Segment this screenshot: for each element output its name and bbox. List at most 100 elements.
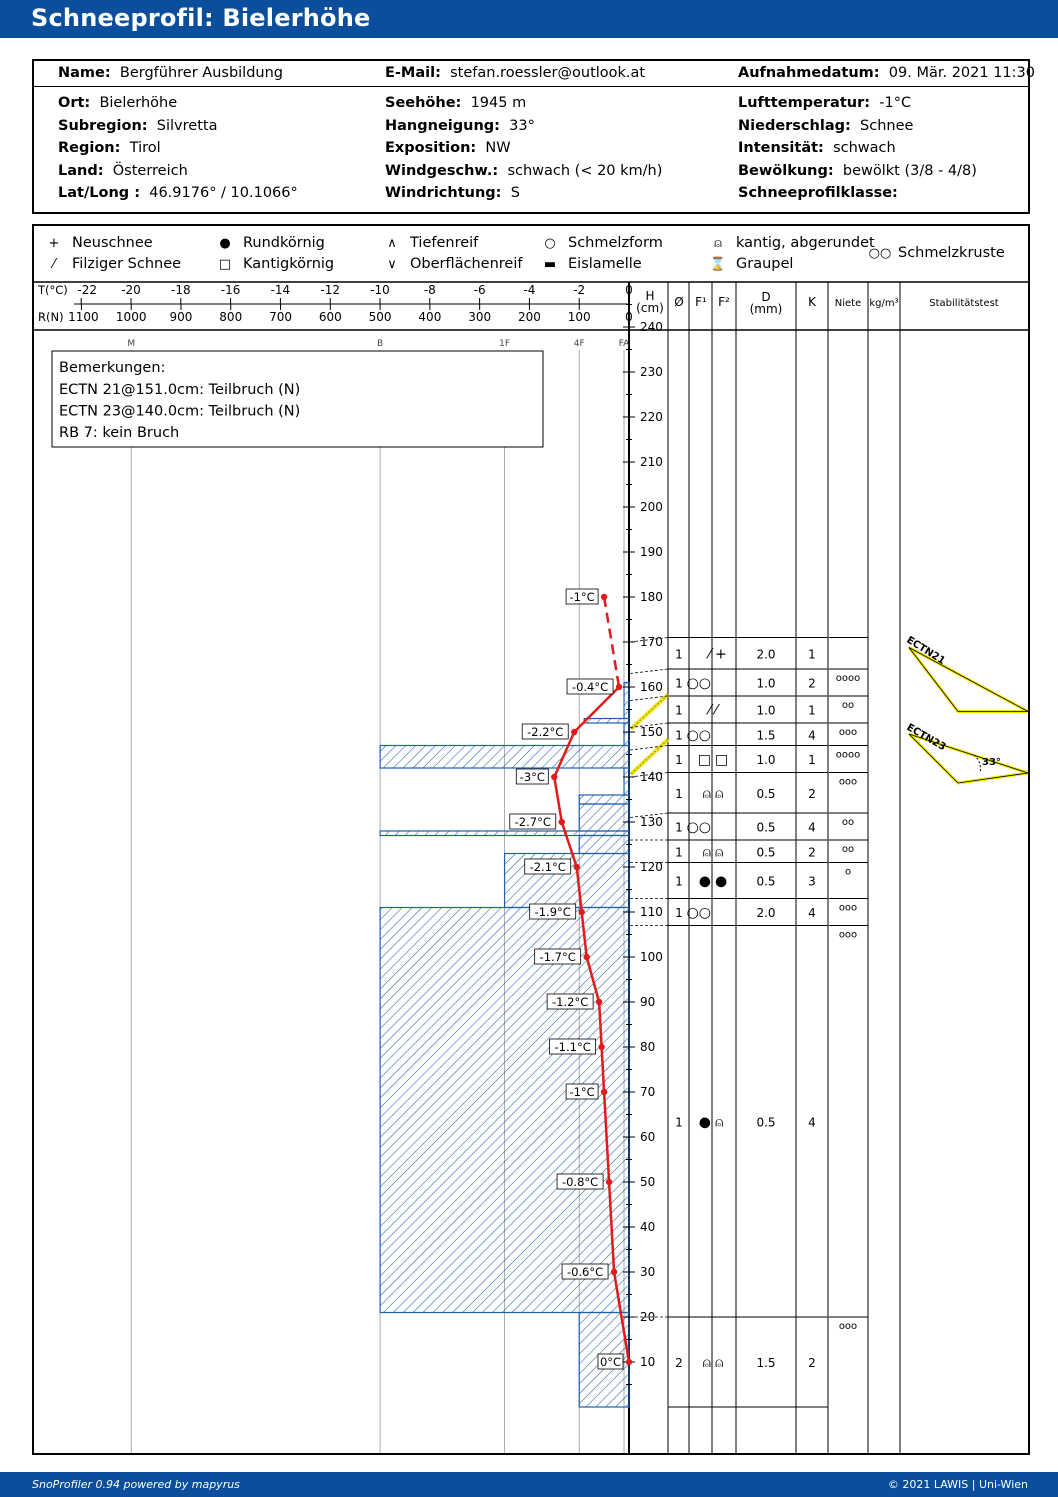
column-header-d_unit: (mm) xyxy=(750,302,783,316)
info-col3-row: Niederschlag: Schnee xyxy=(738,117,914,134)
t-tick-label: -20 xyxy=(121,283,141,297)
temperature-point xyxy=(625,1358,633,1366)
temperature-line-segment xyxy=(597,1001,603,1048)
filziger-schnee-icon: ⁄ xyxy=(706,646,714,662)
r-tick-label: 500 xyxy=(369,310,392,324)
temperature-label: -0.4°C xyxy=(572,680,608,694)
hardness-segment xyxy=(379,744,630,769)
temperature-point xyxy=(610,1268,618,1276)
height-tick-label: 10 xyxy=(640,1355,655,1369)
layer-phi: 1 xyxy=(675,1115,683,1129)
t-tick-label: -12 xyxy=(320,283,340,297)
r-tick-label: 700 xyxy=(269,310,292,324)
height-tick-label: 30 xyxy=(640,1265,655,1279)
column-header-k: K xyxy=(808,295,817,309)
legend-label: Neuschnee xyxy=(72,235,153,251)
r-tick-label: 900 xyxy=(170,310,193,324)
column-header-phi: Ø xyxy=(674,295,683,309)
r-tick-label: 400 xyxy=(418,310,441,324)
legend-label: Filziger Schnee xyxy=(72,256,181,272)
title-bar: Schneeprofil: Bielerhöhe xyxy=(0,0,1058,38)
layer-niete: oooo xyxy=(836,750,860,761)
height-tick-label: 90 xyxy=(640,995,655,1009)
rundkoernig-icon: ● xyxy=(219,236,230,251)
height-tick-label: 210 xyxy=(640,455,663,469)
height-tick-label: 120 xyxy=(640,860,663,874)
layer-phi: 1 xyxy=(675,704,683,718)
layer-hardness-k: 1 xyxy=(808,704,816,718)
email-field: E-Mail: stefan.roessler@outlook.at xyxy=(385,65,646,81)
layer-phi: 1 xyxy=(675,821,683,835)
profile-box: +Neuschnee⁄Filziger Schnee●Rundkörnig□Ka… xyxy=(32,224,1030,1455)
layer-grain-size: 0.5 xyxy=(756,787,775,801)
rundkoernig-icon: ● xyxy=(699,1114,711,1130)
temperature-line-segment xyxy=(560,821,578,868)
temperature-label-box xyxy=(546,993,594,1010)
schmelzkruste-icon: ○○ xyxy=(687,820,711,836)
t-tick-label: -16 xyxy=(221,283,241,297)
kantig-abgerundet-icon: ⍝ xyxy=(715,1114,723,1130)
layer-niete: ooo xyxy=(839,777,857,788)
snow-profile-chart: +Neuschnee⁄Filziger Schnee●Rundkörnig□Ka… xyxy=(34,235,1029,1453)
layer-hardness-k: 2 xyxy=(808,1356,816,1370)
r-tick-label: 1100 xyxy=(68,310,99,324)
height-tick-label: 60 xyxy=(640,1130,655,1144)
footer: SnoProfiler 0.94 powered by mapyrus © 20… xyxy=(0,1472,1058,1497)
info-col2-row: Seehöhe: 1945 m xyxy=(385,95,527,111)
temperature-line-segment xyxy=(553,776,564,823)
t-tick-label: -4 xyxy=(523,283,535,297)
layer-phi: 1 xyxy=(675,906,683,920)
temperature-line-segment xyxy=(602,596,621,688)
temperature-point xyxy=(600,593,608,601)
height-tick-label: 40 xyxy=(640,1220,655,1234)
height-tick-label: 160 xyxy=(640,680,663,694)
remark-line: ECTN 23@140.0cm: Teilbruch (N) xyxy=(59,404,300,420)
kantig-abgerundet-icon: ⍝ xyxy=(703,1355,711,1371)
hardness-tick-label: 4F xyxy=(574,339,585,349)
t-tick-label: -10 xyxy=(370,283,390,297)
name-field: Name: Bergführer Ausbildung xyxy=(58,65,284,81)
eislamelle-icon: ▬ xyxy=(544,257,556,272)
layer-grain-size: 1.5 xyxy=(756,728,775,742)
t-tick-label: 0 xyxy=(625,283,633,297)
column-header-d: D xyxy=(761,290,770,304)
hardness-segment xyxy=(623,722,630,747)
info-divider xyxy=(34,86,1028,87)
layer-hardness-k: 3 xyxy=(808,875,816,889)
height-tick-label: 150 xyxy=(640,725,663,739)
legend-label: Schmelzkruste xyxy=(898,245,1005,261)
column-header-niete: Niete xyxy=(835,298,861,309)
t-axis-label: T(°C) xyxy=(37,283,68,297)
temperature-point xyxy=(558,818,565,826)
hardness-segment xyxy=(578,794,630,805)
column-header-f2: F² xyxy=(718,295,730,309)
info-col2-row: Hangneigung: 33° xyxy=(385,117,535,134)
temperature-label-box xyxy=(509,813,557,830)
hardness-segment xyxy=(578,803,630,832)
kantig-abgerundet-icon: ⍝ xyxy=(715,844,723,860)
temperature-point xyxy=(551,773,558,781)
temperature-label: 0°C xyxy=(600,1355,621,1369)
info-col3-row: Bewölkung: bewölkt (3/8 - 4/8) xyxy=(738,162,977,179)
legend-label: Graupel xyxy=(736,256,793,272)
temperature-label-box xyxy=(565,588,599,605)
layer-hardness-k: 2 xyxy=(808,677,816,691)
layer-phi: 1 xyxy=(675,753,683,767)
layer-niete: oo xyxy=(842,700,854,711)
temperature-line-segment xyxy=(607,1181,616,1273)
t-tick-label: -22 xyxy=(77,283,97,297)
layer-grain-size: 2.0 xyxy=(756,647,775,661)
column-header-f1: F¹ xyxy=(695,295,707,309)
temperature-point xyxy=(573,863,580,871)
layer-connector xyxy=(629,812,669,818)
graupel-icon: ⌛ xyxy=(710,256,726,272)
temperature-label-box xyxy=(524,858,572,875)
layer-niete: o xyxy=(845,867,851,878)
temperature-label-box xyxy=(549,1038,597,1055)
height-tick-label: 140 xyxy=(640,770,663,784)
r-tick-label: 200 xyxy=(518,310,541,324)
height-tick-label: 190 xyxy=(640,545,663,559)
info-col1-row: Region: Tirol xyxy=(58,140,161,156)
layer-grain-size: 2.0 xyxy=(756,906,775,920)
temperature-label-box xyxy=(566,678,614,695)
